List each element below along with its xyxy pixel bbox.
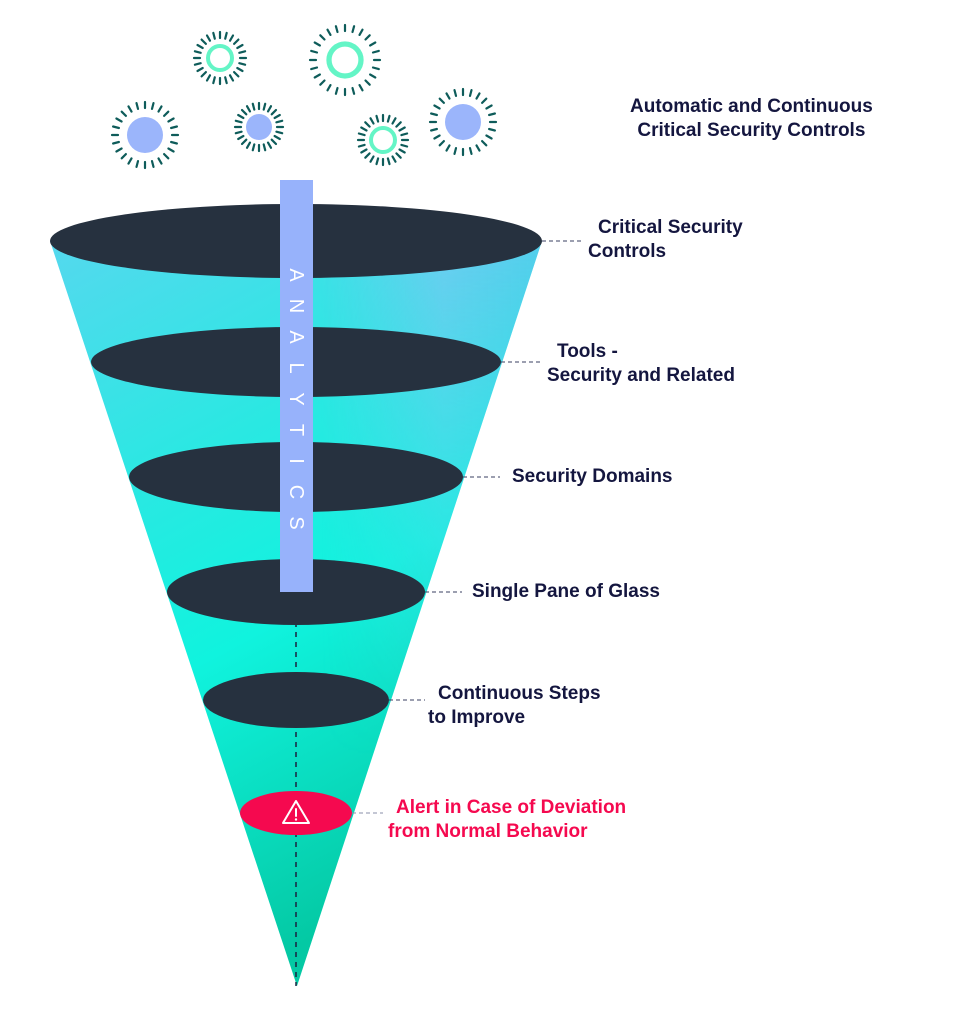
sensor-dot-icon [233,101,285,153]
sensor-icons [110,23,498,170]
layer-label-critical-security-controls[interactable]: Critical Security Controls [588,216,743,264]
header-title: Automatic and Continuous Critical Securi… [630,95,873,143]
analytics-letter: A [285,330,307,344]
layer-label-single-pane-of-glass[interactable]: Single Pane of Glass [472,580,660,604]
sensor-ring-icon [192,30,248,86]
label-line: Tools - [557,341,618,362]
alert-layer[interactable] [240,791,352,835]
sensor-dot-icon [110,100,180,170]
layer-label-continuous-steps[interactable]: Continuous Steps to Improve [428,682,601,730]
warning-icon [282,800,310,824]
analytics-letter: I [285,458,307,464]
analytics-letter: T [285,424,307,436]
sensor-dot-icon [428,87,498,157]
analytics-letter: N [285,299,307,313]
analytics-letter: S [285,516,307,529]
analytics-letter: Y [285,392,307,405]
layer-label-security-domains[interactable]: Security Domains [512,465,673,489]
sensor-ring-icon [356,113,410,167]
analytics-bar-rect [280,180,313,592]
label-line: to Improve [428,707,526,728]
header-title-line-1: Automatic and Continuous [630,96,873,117]
alert-label[interactable]: Alert in Case of Deviation from Normal B… [388,796,626,844]
alert-label-line: Alert in Case of Deviation [396,797,627,818]
analytics-letter: C [285,485,307,499]
analytics-letter: A [285,268,307,282]
label-line: Controls [588,241,667,262]
sensor-ring-icon [308,23,382,97]
label-line: Continuous Steps [438,683,601,704]
label-line: Security and Related [547,365,735,386]
analytics-bar[interactable]: A N A L Y T I C S [280,180,313,592]
layer-label-tools[interactable]: Tools - Security and Related [547,340,735,388]
label-line: Security Domains [512,466,673,487]
header-title-line-2: Critical Security Controls [637,120,866,141]
funnel-layer-5[interactable] [203,672,389,728]
label-line: Critical Security [598,217,743,238]
label-line: Single Pane of Glass [472,581,660,602]
alert-label-line: from Normal Behavior [388,821,588,842]
label-connectors [352,240,584,814]
analytics-letter: L [285,362,307,373]
